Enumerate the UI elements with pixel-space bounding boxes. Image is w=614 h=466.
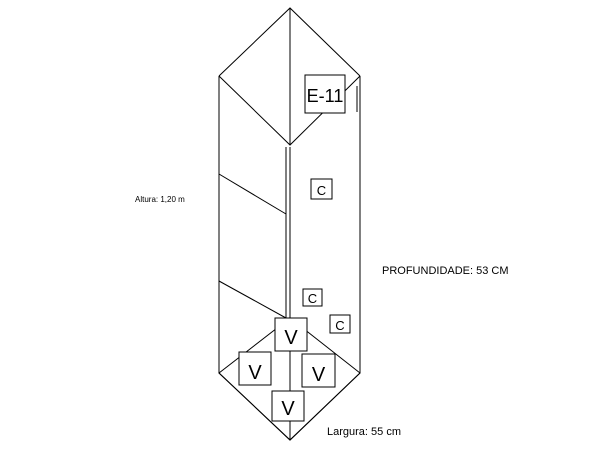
v-label-group-top: V [274,317,308,352]
c-label-box-2 [302,288,323,307]
c-label-2: C [308,291,317,306]
depth-annotation: PROFUNDIDADE: 53 CM [382,265,509,277]
c-label-group-2: C [302,288,323,307]
id-label-box [304,74,346,114]
id-label: E-11 [307,86,344,106]
v-label-group-bottom: V [271,390,305,422]
v-label-bottom: V [281,398,295,420]
id-label-group: E-11 [304,74,358,114]
v-label-left: V [248,362,262,384]
v-label-box-bottom [271,390,305,422]
v-label-group-right: V [301,353,336,388]
v-label-box-left [238,351,272,386]
shelf-line-lower [218,280,287,319]
v-label-right: V [312,364,326,386]
v-label-top: V [284,327,298,349]
c-label-3: C [335,318,344,333]
c-label-box-3 [329,314,351,334]
v-label-group-left: V [238,351,272,386]
c-label-group-1: C [310,178,333,200]
shelf-line-upper [218,173,287,215]
c-label-box-1 [310,178,333,200]
height-annotation: Altura: 1,20 m [135,195,185,204]
prism-body [218,76,361,373]
v-label-box-right [301,353,336,388]
c-label-1: C [317,183,326,198]
v-label-box-top [274,317,308,352]
width-annotation: Largura: 55 cm [327,426,401,438]
c-label-group-3: C [329,314,351,334]
